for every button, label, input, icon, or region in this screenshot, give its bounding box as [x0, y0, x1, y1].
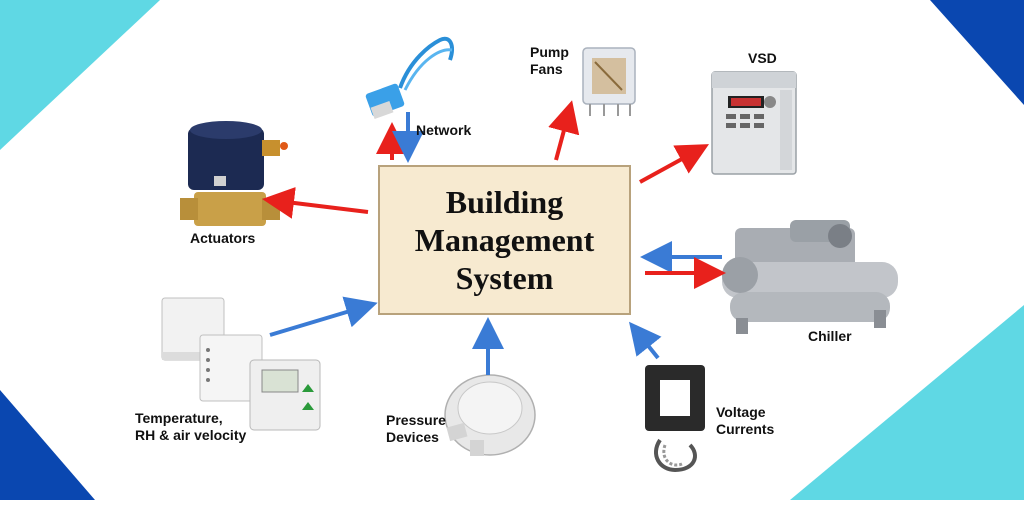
label-temperature-line1: Temperature,: [135, 410, 223, 426]
label-network: Network: [416, 122, 472, 138]
label-voltage: Voltage Currents: [716, 404, 774, 438]
bms-center-box: Building Management System: [378, 165, 631, 315]
arrow-from-temperature: [269, 296, 378, 337]
pressure-device-image: [444, 374, 536, 456]
corner-bottom-left: [0, 390, 95, 500]
label-vsd: VSD: [748, 50, 777, 66]
label-chiller: Chiller: [808, 328, 852, 344]
arrow-to-vsd: [639, 144, 710, 184]
corner-top-right: [930, 0, 1024, 105]
label-pressure: Pressure Devices: [386, 412, 446, 446]
network-cable-image: [365, 36, 454, 120]
label-voltage-line2: Currents: [716, 421, 775, 437]
bms-title-line2: Management: [414, 222, 595, 258]
label-voltage-line1: Voltage: [716, 404, 766, 420]
label-pump: Pump: [530, 44, 569, 60]
relay-image: [582, 47, 636, 116]
bms-title-line3: System: [455, 260, 554, 296]
chiller-image: [722, 220, 898, 334]
current-transformer-image: [645, 365, 705, 473]
label-temperature-line2: RH & air velocity: [135, 427, 247, 443]
label-actuators: Actuators: [190, 230, 256, 246]
corner-top-left: [0, 0, 160, 150]
arrow-to-pump-fans: [548, 100, 580, 161]
label-pressure-line2: Devices: [386, 429, 439, 445]
arrow-from-voltage: [629, 321, 662, 360]
temperature-sensors-image: [161, 297, 321, 431]
bms-title-line1: Building: [445, 184, 564, 220]
label-temperature: Temperature, RH & air velocity: [135, 410, 246, 444]
corner-bottom-right: [790, 305, 1024, 500]
label-pressure-line1: Pressure: [386, 412, 446, 428]
label-fans: Fans: [530, 61, 563, 77]
arrow-to-actuators: [262, 187, 369, 219]
bms-title: Building Management System: [415, 183, 595, 297]
vsd-image: [711, 71, 797, 175]
actuator-valve-image: [180, 121, 288, 226]
label-pump-fans: Pump Fans: [530, 44, 569, 78]
